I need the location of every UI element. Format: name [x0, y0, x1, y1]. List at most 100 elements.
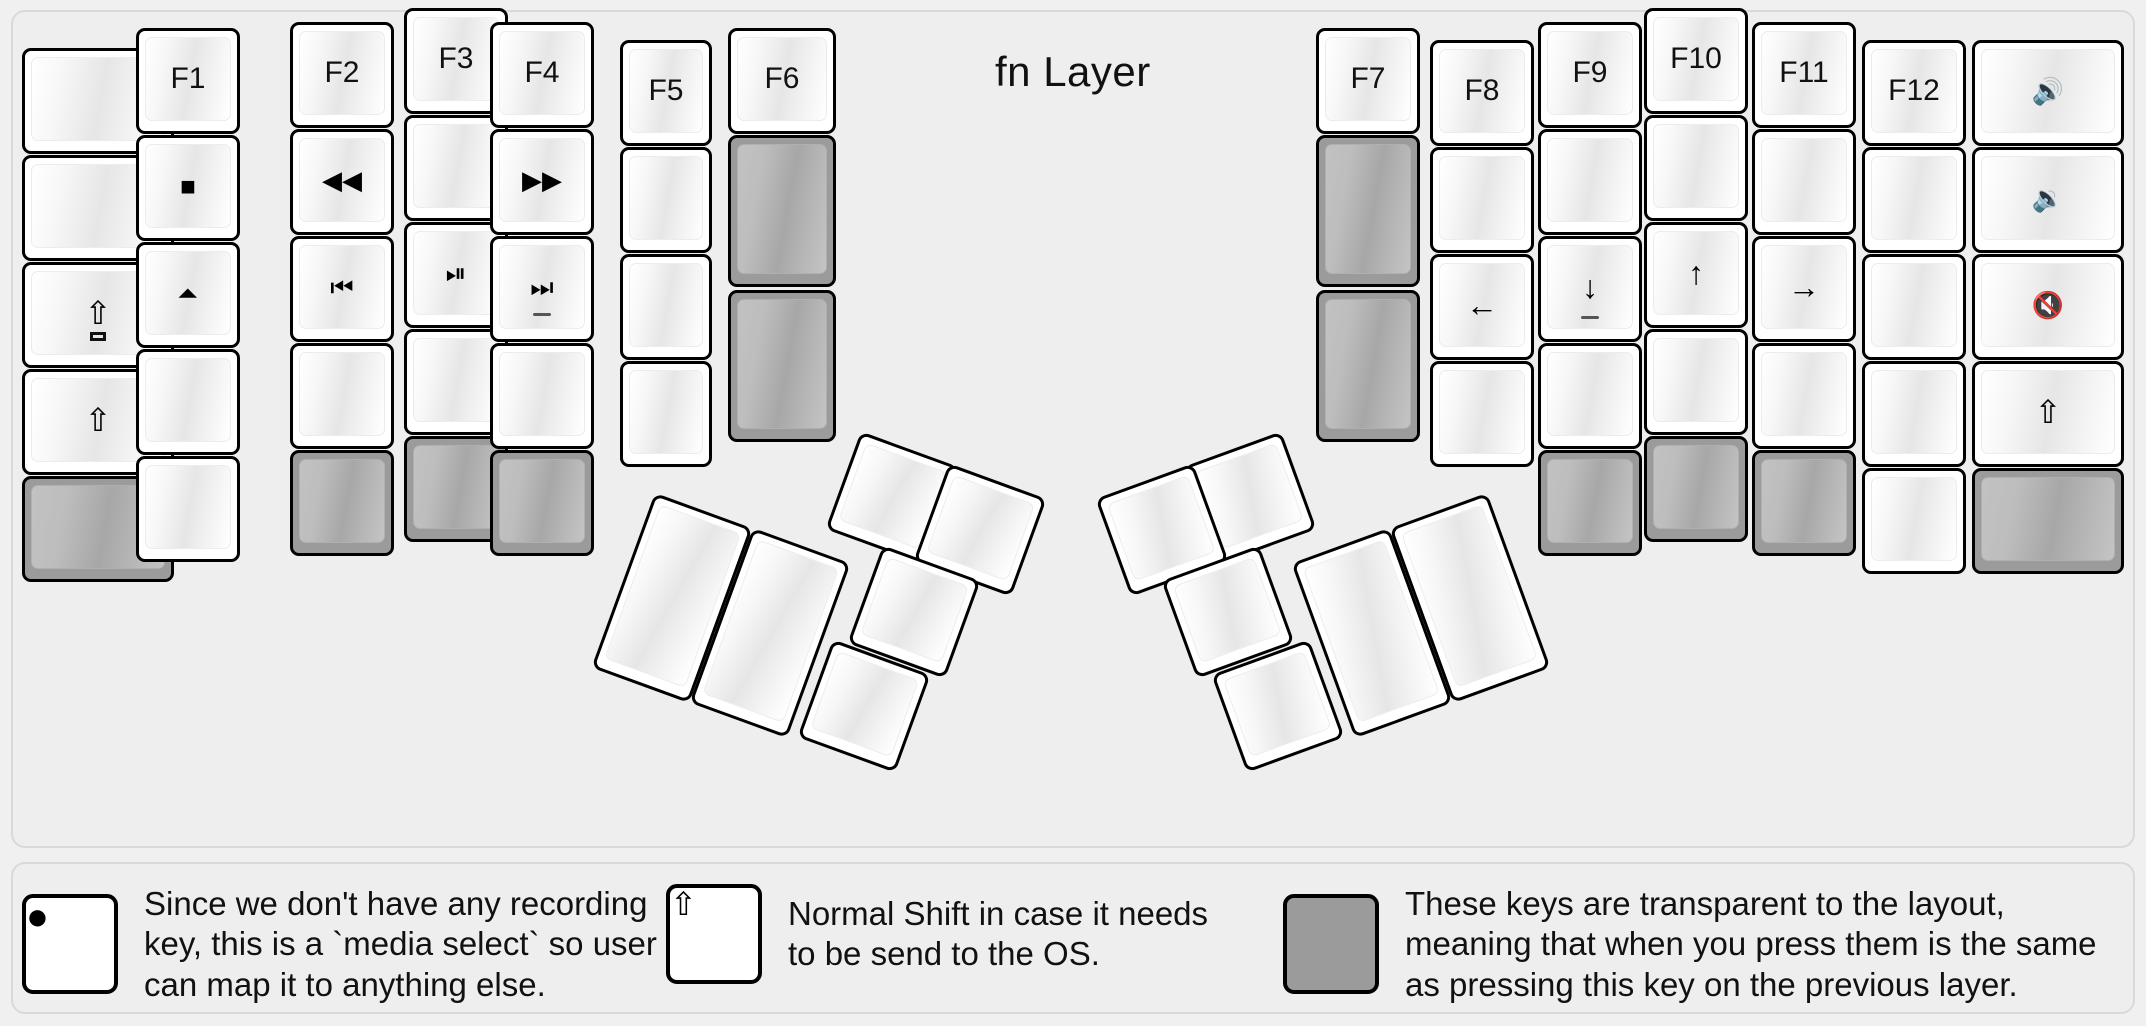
- key-label: F11: [1779, 56, 1829, 89]
- fast-forward-icon: ▶▶: [522, 165, 562, 195]
- keycap: [1653, 124, 1739, 208]
- key-f2[interactable]: F2: [290, 22, 394, 128]
- key-blank-12[interactable]: [1430, 361, 1534, 467]
- legend-media-select-text: Since we don't have any recording key, t…: [144, 885, 657, 1003]
- keycap: ⏮: [299, 245, 385, 329]
- key-transparent-6[interactable]: [728, 290, 836, 442]
- key-shift-right[interactable]: ⇧: [1972, 361, 2124, 467]
- legend-transparent-keys-text: These keys are transparent to the layout…: [1405, 885, 2097, 1003]
- keycap: [737, 299, 827, 429]
- keycap: [413, 338, 499, 422]
- arrow-up-icon: ↑: [1688, 255, 1704, 291]
- key-f10[interactable]: F10: [1644, 8, 1748, 114]
- keycap: [1547, 459, 1633, 543]
- key-next-track[interactable]: ⏭: [490, 236, 594, 342]
- keycap: F6: [737, 37, 827, 121]
- volume-down-icon: 🔉: [2031, 183, 2065, 213]
- keycap: ↑: [1653, 231, 1739, 315]
- key-transparent-4[interactable]: [490, 450, 594, 556]
- keycap: [1761, 352, 1847, 436]
- legend-media-select: ● Since we don't have any recording key,…: [22, 884, 657, 1005]
- keycap: [1106, 474, 1216, 582]
- keycap: [413, 124, 499, 208]
- keycap: [629, 370, 703, 454]
- key-blank-19[interactable]: [1862, 147, 1966, 253]
- volume-up-icon: 🔊: [2031, 76, 2065, 106]
- keycap: F9: [1547, 31, 1633, 115]
- key-transparent-2[interactable]: [290, 450, 394, 556]
- keycap: [413, 445, 499, 529]
- key-blank-9[interactable]: [620, 254, 712, 360]
- key-blank-20[interactable]: [1862, 254, 1966, 360]
- key-f8[interactable]: F8: [1430, 40, 1534, 146]
- keycap: 🔇: [1981, 263, 2115, 347]
- keycap: [1439, 370, 1525, 454]
- key-blank-6[interactable]: [404, 329, 508, 435]
- key-blank-21[interactable]: [1862, 361, 1966, 467]
- key-volume-up[interactable]: 🔊: [1972, 40, 2124, 146]
- key-rewind[interactable]: ◀◀: [290, 129, 394, 235]
- key-fast-forward[interactable]: ▶▶: [490, 129, 594, 235]
- key-transparent-10[interactable]: [1644, 436, 1748, 542]
- keycap: ↓: [1547, 245, 1633, 329]
- key-blank-14[interactable]: [1538, 343, 1642, 449]
- keycap: F11: [1761, 31, 1847, 115]
- key-blank-22[interactable]: [1862, 468, 1966, 574]
- keycap: ⏭: [499, 245, 585, 329]
- key-blank-5[interactable]: [290, 343, 394, 449]
- key-transparent-5[interactable]: [728, 135, 836, 287]
- key-f12[interactable]: F12: [1862, 40, 1966, 146]
- key-f6[interactable]: F6: [728, 28, 836, 134]
- keycap: ◀◀: [299, 138, 385, 222]
- next-track-icon: ⏭: [530, 274, 554, 316]
- key-f4[interactable]: F4: [490, 22, 594, 128]
- key-blank-7[interactable]: [490, 343, 594, 449]
- keycap: [499, 352, 585, 436]
- keycap: [1761, 459, 1847, 543]
- key-f7[interactable]: F7: [1316, 28, 1420, 134]
- keycap: [299, 459, 385, 543]
- key-f1[interactable]: F1: [136, 28, 240, 134]
- keycap: F7: [1325, 37, 1411, 121]
- key-blank-4[interactable]: [136, 456, 240, 562]
- key-arrow-left[interactable]: ←: [1430, 254, 1534, 360]
- key-blank-10[interactable]: [620, 361, 712, 467]
- key-transparent-12[interactable]: [1972, 468, 2124, 574]
- keycap: F3: [413, 17, 499, 101]
- key-transparent-9[interactable]: [1538, 450, 1642, 556]
- key-label: F12: [1888, 74, 1940, 107]
- keycap: ⇧: [1981, 370, 2115, 454]
- key-transparent-8[interactable]: [1316, 290, 1420, 442]
- key-f5[interactable]: F5: [620, 40, 712, 146]
- key-blank-18[interactable]: [1752, 343, 1856, 449]
- keycap: [1871, 477, 1957, 561]
- key-f9[interactable]: F9: [1538, 22, 1642, 128]
- momentary-tick: [1581, 316, 1599, 319]
- keycap: [1761, 138, 1847, 222]
- key-arrow-up[interactable]: ↑: [1644, 222, 1748, 328]
- keycap: [1439, 156, 1525, 240]
- key-blank-15[interactable]: [1644, 115, 1748, 221]
- keycap: F10: [1653, 17, 1739, 101]
- key-stop[interactable]: ■: [136, 135, 240, 241]
- key-volume-mute[interactable]: 🔇: [1972, 254, 2124, 360]
- key-blank-17[interactable]: [1752, 129, 1856, 235]
- key-blank-11[interactable]: [1430, 147, 1534, 253]
- key-volume-down[interactable]: 🔉: [1972, 147, 2124, 253]
- key-label: F2: [324, 56, 360, 89]
- key-blank-13[interactable]: [1538, 129, 1642, 235]
- key-f11[interactable]: F11: [1752, 22, 1856, 128]
- key-prev-track[interactable]: ⏮: [290, 236, 394, 342]
- key-transparent-7[interactable]: [1316, 135, 1420, 287]
- key-transparent-11[interactable]: [1752, 450, 1856, 556]
- volume-mute-icon: 🔇: [2031, 290, 2065, 320]
- key-arrow-down[interactable]: ↓: [1538, 236, 1642, 342]
- key-arrow-right[interactable]: →: [1752, 236, 1856, 342]
- keycap: [810, 650, 920, 758]
- key-blank-8[interactable]: [620, 147, 712, 253]
- keycap: [1871, 156, 1957, 240]
- key-label: F7: [1350, 62, 1386, 95]
- key-blank-3[interactable]: [136, 349, 240, 455]
- key-blank-16[interactable]: [1644, 329, 1748, 435]
- key-eject[interactable]: ⏶: [136, 242, 240, 348]
